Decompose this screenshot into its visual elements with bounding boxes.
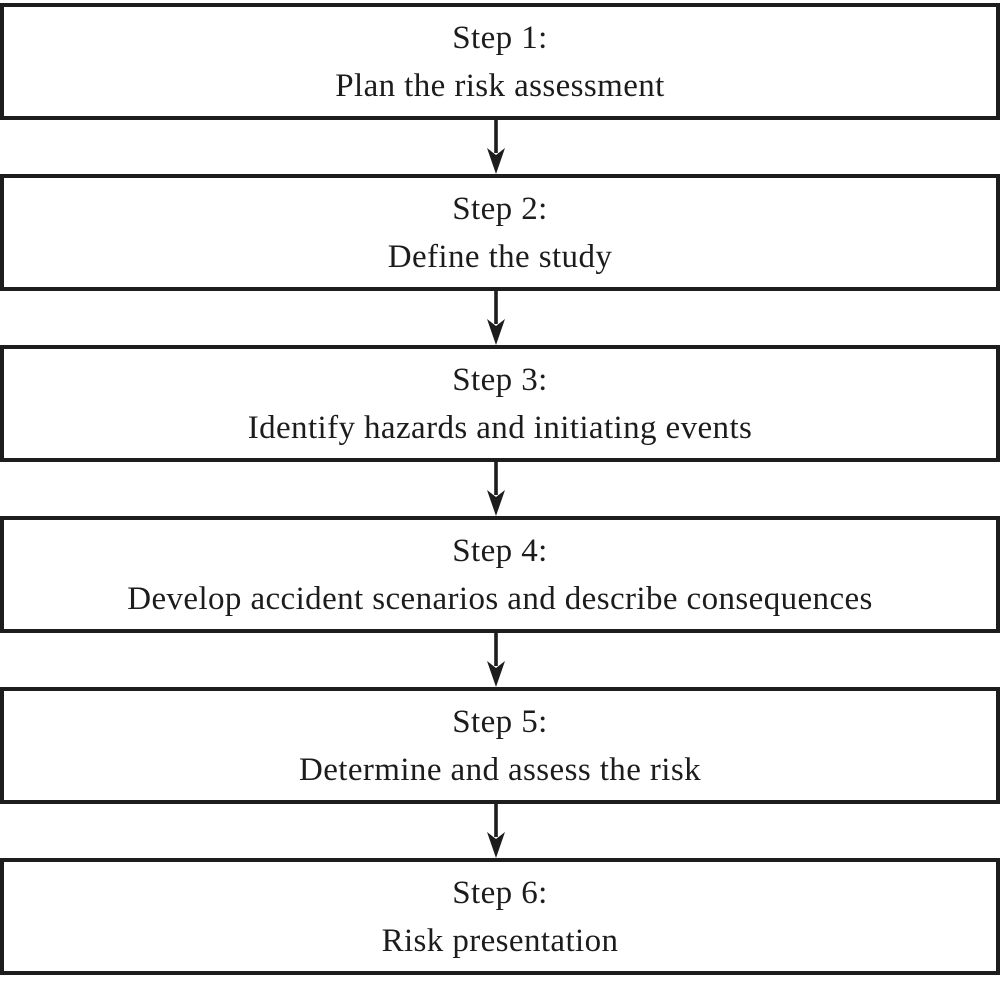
step-4-box: Step 4: Develop accident scenarios and d… [0, 516, 1000, 633]
down-arrow-glyph [487, 291, 505, 345]
step-3-box: Step 3: Identify hazards and initiating … [0, 345, 1000, 462]
step-2-description: Define the study [387, 238, 613, 275]
step-3-description: Identify hazards and initiating events [247, 409, 753, 446]
step-1-description: Plan the risk assessment [335, 67, 665, 104]
down-arrow-icon [0, 120, 1000, 174]
down-arrow-glyph [487, 804, 505, 858]
down-arrow-glyph [487, 633, 505, 687]
step-5-description: Determine and assess the risk [299, 751, 701, 788]
step-6-box: Step 6: Risk presentation [0, 858, 1000, 975]
down-arrow-icon [0, 633, 1000, 687]
step-6-description: Risk presentation [381, 922, 619, 959]
step-2-label: Step 2: [452, 190, 548, 227]
step-5-box: Step 5: Determine and assess the risk [0, 687, 1000, 804]
step-1-box: Step 1: Plan the risk assessment [0, 3, 1000, 120]
step-3-label: Step 3: [452, 361, 548, 398]
step-5-label: Step 5: [452, 703, 548, 740]
down-arrow-glyph [487, 120, 505, 174]
step-6-label: Step 6: [452, 874, 548, 911]
step-1-label: Step 1: [452, 19, 548, 56]
down-arrow-glyph [487, 462, 505, 516]
step-2-box: Step 2: Define the study [0, 174, 1000, 291]
down-arrow-icon [0, 804, 1000, 858]
step-4-description: Develop accident scenarios and describe … [127, 580, 873, 617]
step-4-label: Step 4: [452, 532, 548, 569]
down-arrow-icon [0, 291, 1000, 345]
down-arrow-icon [0, 462, 1000, 516]
